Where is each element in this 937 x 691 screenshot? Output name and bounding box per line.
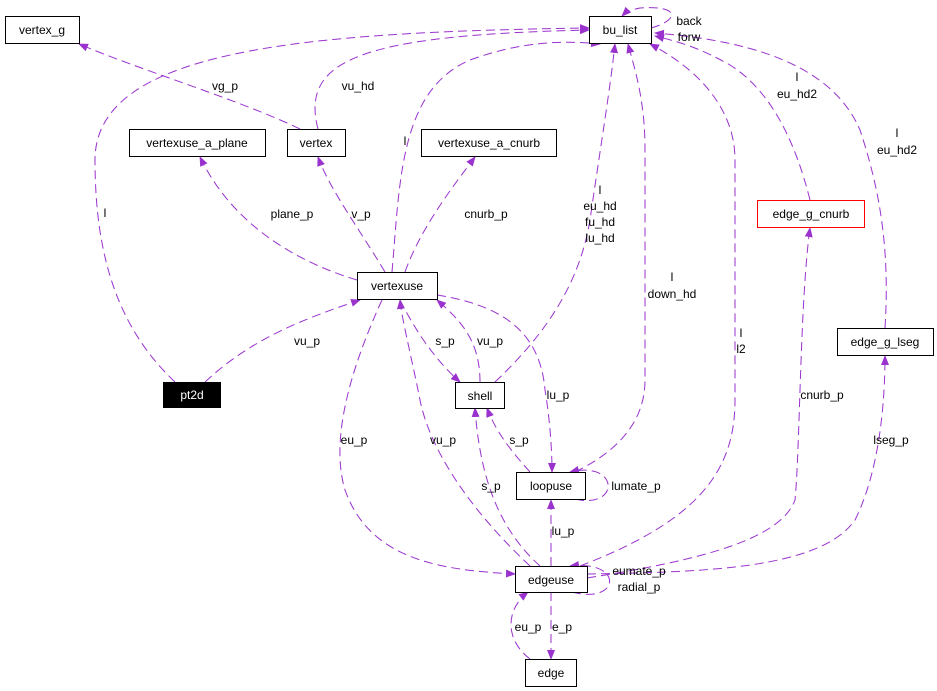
node-edge_g_cnurb[interactable]: edge_g_cnurb	[757, 200, 865, 228]
edge-edgeuse-bu_list	[579, 43, 736, 567]
edge-label: eu_hd	[583, 199, 616, 213]
edge-label: cnurb_p	[800, 388, 844, 402]
node-edgeuse[interactable]: edgeuse	[515, 566, 588, 593]
edge-label: l	[104, 206, 107, 220]
edge-label: vu_hd	[342, 79, 375, 93]
edge-edge_g_cnurb-bu_list	[654, 34, 811, 201]
edge-label: lumate_p	[611, 479, 661, 493]
node-label: vertexuse	[371, 279, 423, 293]
edge-vertexuse-loopuse	[436, 294, 556, 473]
edge-label: l	[896, 126, 899, 140]
node-label: edge	[538, 666, 565, 680]
node-label: edge_g_cnurb	[773, 207, 850, 221]
edge-label: forw	[678, 30, 701, 44]
node-label: edge_g_lseg	[851, 335, 920, 349]
edge-edgeuse-vertexuse	[396, 299, 531, 567]
node-label: bu_list	[603, 23, 638, 37]
node-edge[interactable]: edge	[525, 659, 577, 687]
node-label: vertex_g	[19, 23, 65, 37]
node-label: vertexuse_a_cnurb	[438, 136, 540, 150]
edge-pt2d-bu_list	[94, 24, 590, 383]
edge-label: s_p	[481, 479, 501, 493]
edge-label: fu_hd	[585, 215, 615, 229]
edge-bu_list-self	[621, 6, 672, 29]
edge-edgeuse-shell	[471, 407, 541, 567]
edge-edge_g_lseg-bu_list	[654, 29, 887, 329]
node-vertexuse[interactable]: vertexuse	[357, 272, 438, 300]
node-label: edgeuse	[528, 573, 574, 587]
edge-label: vu_p	[430, 433, 456, 447]
edge-label: eu_hd2	[777, 87, 817, 101]
node-pt2d[interactable]: pt2d	[163, 382, 221, 408]
edge-edgeuse-self	[569, 561, 610, 595]
node-label: loopuse	[530, 479, 572, 493]
edge-vertexuse-vertexuse_a_plane	[199, 156, 358, 281]
edge-loopuse-bu_list	[574, 43, 646, 473]
edge-label: down_hd	[648, 287, 697, 301]
edge-shell-bu_list	[494, 43, 619, 383]
node-edge_g_lseg[interactable]: edge_g_lseg	[837, 328, 934, 356]
node-vertexuse_a_cnurb[interactable]: vertexuse_a_cnurb	[421, 129, 557, 157]
edge-label: lu_p	[547, 388, 570, 402]
edge-label: l2	[736, 342, 746, 356]
edge-vertexuse-shell	[399, 299, 461, 383]
edge-label: eumate_p	[612, 564, 666, 578]
edge-label: lseg_p	[873, 433, 909, 447]
edge-label: l	[740, 326, 743, 340]
edge-label: eu_hd2	[877, 143, 917, 157]
edge-loopuse-shell	[486, 407, 531, 473]
edge-edgeuse-edge_g_cnurb	[586, 227, 813, 579]
edge-edgeuse-edge_g_lseg	[586, 355, 889, 575]
node-loopuse[interactable]: loopuse	[516, 472, 586, 500]
edge-pt2d-vertexuse	[204, 299, 361, 383]
edge-label: vg_p	[212, 79, 238, 93]
edge-label: lu_hd	[585, 231, 614, 245]
node-vertex[interactable]: vertex	[287, 129, 346, 157]
edge-label: l	[404, 134, 407, 148]
node-label: pt2d	[180, 388, 203, 402]
edge-loopuse-self	[569, 466, 609, 502]
edge-label: vu_p	[477, 334, 503, 348]
edge-vertex-bu_list	[314, 26, 590, 130]
node-label: vertex	[300, 136, 333, 150]
node-bu_list[interactable]: bu_list	[589, 16, 652, 44]
node-shell[interactable]: shell	[455, 382, 505, 409]
edge-label: radial_p	[618, 580, 661, 594]
edge-label: eu_p	[341, 433, 368, 447]
edge-label: l	[796, 70, 799, 84]
edge-label: s_p	[435, 334, 455, 348]
edge-label: l	[599, 183, 602, 197]
edge-vertexuse-bu_list	[391, 39, 601, 273]
edge-shell-vertexuse	[436, 299, 481, 383]
node-label: shell	[468, 389, 493, 403]
edge-label: e_p	[552, 620, 572, 634]
node-vertex_g[interactable]: vertex_g	[5, 16, 80, 44]
edge-label: l	[671, 270, 674, 284]
edge-vertexuse-edgeuse	[339, 299, 516, 578]
edge-label: vu_p	[294, 334, 320, 348]
edge-label: lu_p	[552, 524, 575, 538]
edge-vertexuse-vertex	[317, 156, 386, 273]
edge-label: cnurb_p	[464, 207, 508, 221]
edge-label: back	[676, 14, 702, 28]
edge-label: s_p	[509, 433, 529, 447]
edge-vertex-vertex_g	[78, 43, 301, 130]
node-vertexuse_a_plane[interactable]: vertexuse_a_plane	[129, 129, 266, 157]
node-label: vertexuse_a_plane	[146, 136, 248, 150]
edge-label: eu_p	[515, 620, 542, 634]
edge-label: v_p	[351, 207, 371, 221]
edge-edge-edgeuse	[510, 591, 531, 660]
edge-vertexuse-vertexuse_a_cnurb	[404, 156, 476, 273]
edge-label: plane_p	[271, 207, 314, 221]
